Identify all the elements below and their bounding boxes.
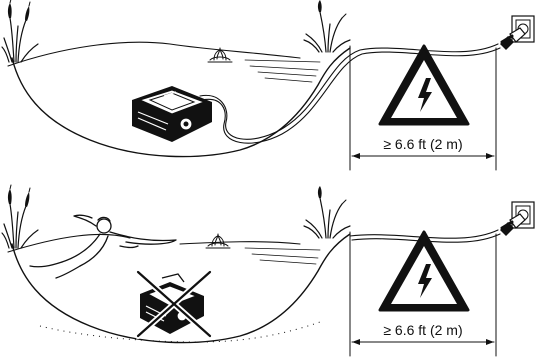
water-surface xyxy=(8,42,300,66)
reeds-left-icon xyxy=(2,185,38,248)
panel-forbidden-situation: ≥ 6.6 ft (2 m) xyxy=(2,185,534,356)
distance-label: ≥ 6.6 ft (2 m) xyxy=(383,322,462,338)
high-voltage-warning-icon xyxy=(380,46,468,124)
pump-device-crossed-icon xyxy=(138,272,210,336)
pump-device-icon xyxy=(132,86,212,142)
power-outlet-icon xyxy=(500,202,534,236)
high-voltage-warning-icon xyxy=(380,232,468,310)
reeds-left-icon xyxy=(2,0,38,62)
panel-correct-installation: ≥ 6.6 ft (2 m) xyxy=(2,0,534,170)
distance-label: ≥ 6.6 ft (2 m) xyxy=(383,136,462,152)
water-plant-icon xyxy=(208,48,232,62)
swimmer-icon xyxy=(30,215,176,278)
reeds-right-icon xyxy=(304,0,350,52)
water-surface xyxy=(8,234,130,252)
power-outlet-icon xyxy=(500,16,534,50)
reeds-right-icon xyxy=(304,186,350,238)
water-plant-icon xyxy=(206,234,230,248)
